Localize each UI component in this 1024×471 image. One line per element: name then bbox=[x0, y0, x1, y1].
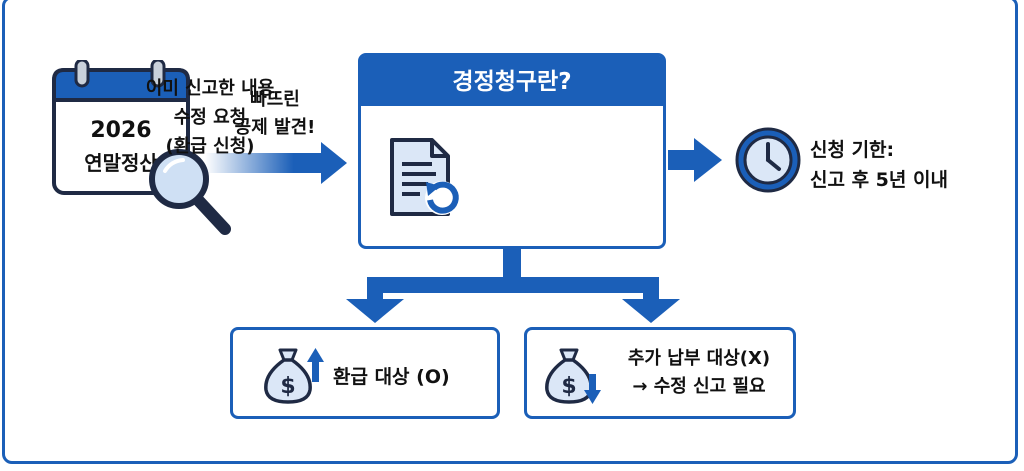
svg-text:$: $ bbox=[561, 374, 576, 399]
calendar-year: 2026 bbox=[90, 118, 152, 143]
deadline-line-1: 신청 기한: bbox=[810, 139, 895, 161]
found-line-1: 빠뜨린 bbox=[250, 89, 300, 110]
found-deduction-text: 빠뜨린 공제 발견! bbox=[222, 86, 328, 142]
definition-text: 이미 신고한 내용 수정 요청 (환급 신청) bbox=[120, 74, 300, 161]
definition-line-3: (환급 신청) bbox=[165, 136, 255, 157]
gradient-arrow bbox=[205, 142, 347, 184]
definition-title: 경정청구란? bbox=[361, 56, 663, 106]
payment-line-2: → 수정 신고 필요 bbox=[632, 376, 766, 397]
svg-text:$: $ bbox=[280, 374, 295, 399]
clock-icon bbox=[735, 127, 801, 193]
branch-arrows bbox=[346, 249, 680, 323]
definition-line-1: 이미 신고한 내용 bbox=[145, 78, 275, 99]
document-refresh-icon bbox=[390, 138, 459, 216]
payment-line-1: 추가 납부 대상(X) bbox=[627, 348, 771, 369]
money-bag-down-icon: $ bbox=[545, 348, 601, 404]
deadline-arrow bbox=[668, 138, 722, 182]
money-bag-up-icon: $ bbox=[264, 348, 324, 404]
deadline-text: 신청 기한: 신고 후 5년 이내 bbox=[810, 135, 1010, 195]
calendar-label: 연말정산 bbox=[84, 151, 158, 175]
payment-text: 추가 납부 대상(X) → 수정 신고 필요 bbox=[605, 345, 793, 401]
deadline-line-2: 신고 후 5년 이내 bbox=[810, 169, 948, 191]
definition-line-2: 수정 요청 bbox=[173, 107, 247, 128]
diagram-frame bbox=[2, 0, 1018, 464]
refund-label: 환급 대상 (O) bbox=[333, 366, 450, 388]
magnifier-icon bbox=[149, 149, 231, 235]
found-line-2: 공제 발견! bbox=[234, 117, 316, 138]
